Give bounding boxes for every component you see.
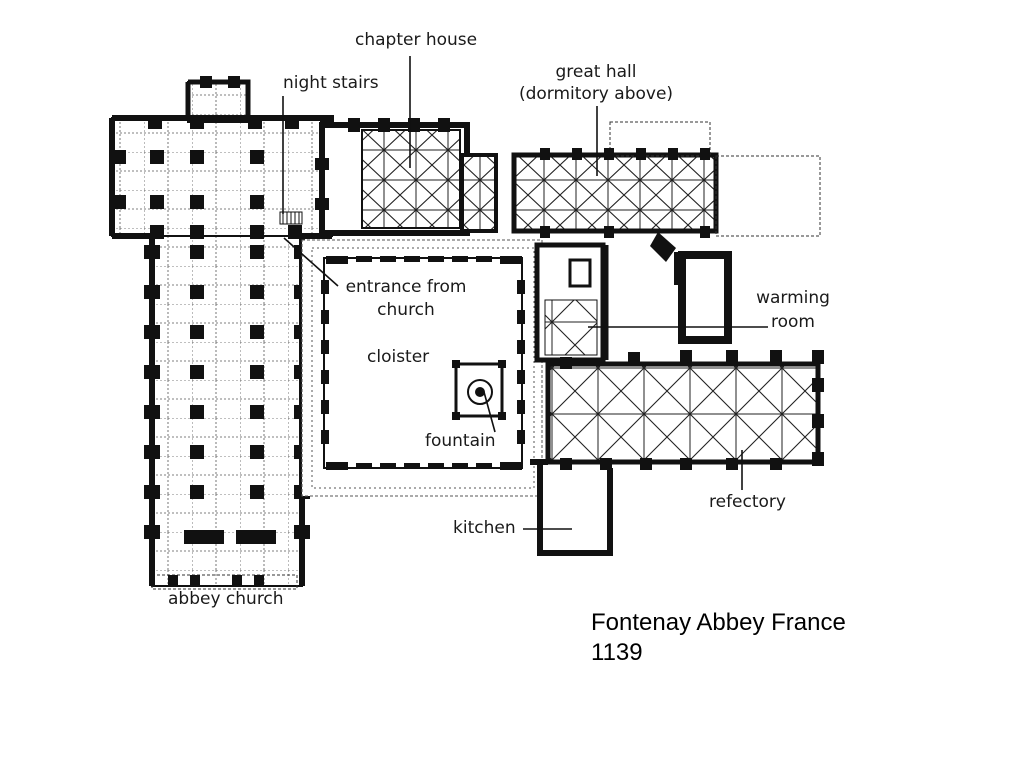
refectory (545, 350, 824, 470)
great-hall (511, 121, 821, 238)
label-refectory: refectory (709, 492, 786, 512)
east-wing (534, 232, 732, 363)
label-chapter-house: chapter house (355, 30, 478, 50)
label-cloister: cloister (367, 347, 430, 367)
chapter-house (315, 118, 498, 236)
label-warming: warming (756, 288, 830, 308)
abbey-church (109, 76, 334, 590)
cloister (301, 239, 543, 497)
caption-title: Fontenay Abbey France (591, 609, 846, 636)
label-great-hall: great hall (555, 62, 637, 82)
label-fountain: fountain (425, 431, 496, 451)
leader-lines (282, 56, 768, 530)
label-church: church (377, 300, 435, 320)
slide-caption: Fontenay Abbey France 1139 (591, 608, 846, 668)
label-room: room (771, 312, 815, 332)
label-abbey-church: abbey church (168, 589, 284, 609)
caption-date: 1139 (591, 639, 643, 666)
label-entrance-from: entrance from (345, 277, 467, 297)
fountain (452, 360, 506, 420)
label-kitchen: kitchen (453, 518, 516, 538)
label-dormitory-above: (dormitory above) (518, 84, 674, 104)
kitchen (530, 459, 613, 556)
label-night-stairs: night stairs (283, 73, 379, 93)
